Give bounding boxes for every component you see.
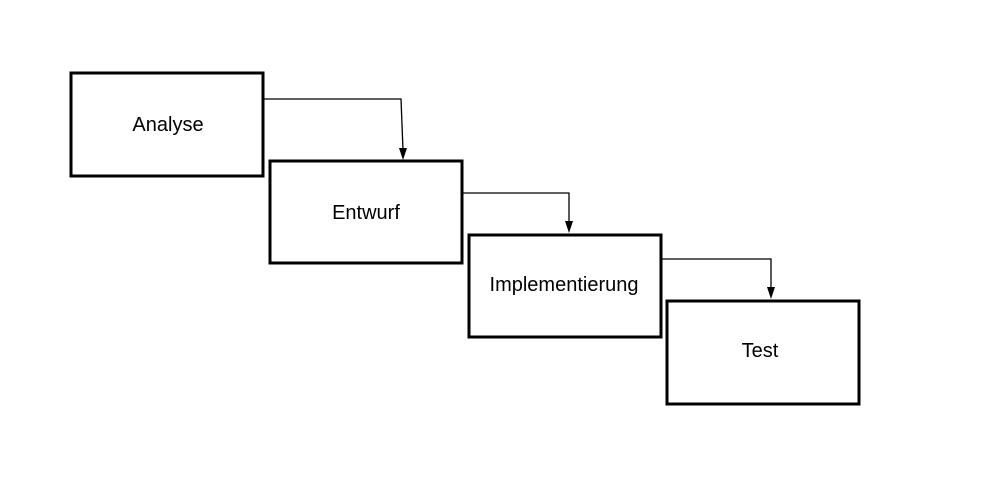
connector-entwurf-implementierung xyxy=(462,192,573,233)
step-entwurf-label: Entwurf xyxy=(332,202,400,224)
arrowhead-icon xyxy=(565,221,573,233)
step-analyse: Analyse xyxy=(69,71,265,178)
step-implementierung-label: Implementierung xyxy=(490,274,639,296)
connector-analyse-entwurf xyxy=(249,98,407,160)
arrowhead-icon xyxy=(399,148,407,160)
step-entwurf: Entwurf xyxy=(268,159,464,265)
step-analyse-label: Analyse xyxy=(132,114,203,136)
arrowhead-icon xyxy=(767,287,775,299)
step-implementierung: Implementierung xyxy=(467,233,663,339)
step-test: Test xyxy=(665,299,861,406)
connector-implementierung-test xyxy=(661,258,775,299)
step-test-label: Test xyxy=(742,340,779,362)
